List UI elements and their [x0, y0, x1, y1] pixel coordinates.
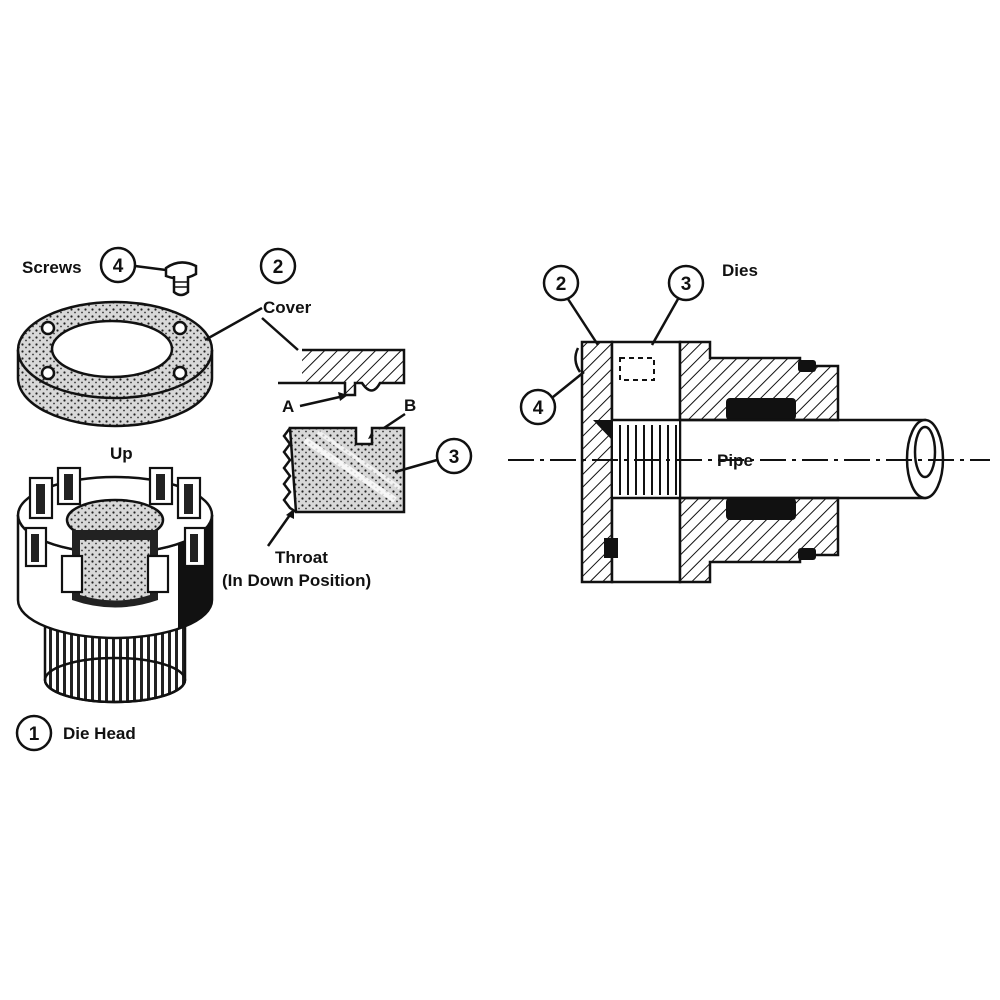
throat-sub-label: (In Down Position)	[222, 571, 371, 590]
point-b-label: B	[404, 396, 416, 415]
section-cover-callout-number: 2	[556, 274, 567, 295]
cover-label: Cover	[263, 298, 312, 317]
point-a-label: A	[282, 397, 294, 416]
pipe-part	[508, 418, 990, 500]
die-callout: 3	[394, 437, 473, 475]
throat-label: Throat	[275, 548, 328, 567]
screw-part	[164, 261, 198, 297]
cover-callout: 2	[259, 247, 297, 285]
screws-label: Screws	[22, 258, 82, 277]
screws-callout: 4	[99, 246, 167, 284]
section-screw-callout: 4	[519, 371, 585, 426]
die-block	[282, 426, 406, 514]
cover-ring	[16, 300, 214, 428]
section-dies-callout-number: 3	[681, 274, 692, 295]
section-dies-callout: 3	[650, 264, 705, 346]
die-head-callout-number: 1	[29, 724, 40, 745]
screws-callout-number: 4	[113, 256, 124, 277]
die-head-part	[16, 466, 214, 704]
die-head-label: Die Head	[63, 724, 136, 743]
cover-section-detail	[278, 348, 406, 397]
section-cover-callout: 2	[542, 264, 600, 346]
pipe-label: Pipe	[717, 451, 753, 470]
up-label: Up	[110, 444, 133, 463]
cover-callout-number: 2	[273, 257, 284, 278]
die-head-callout: 1	[15, 714, 53, 752]
die-callout-number: 3	[449, 447, 460, 468]
dies-label: Dies	[722, 261, 758, 280]
section-screw-callout-number: 4	[533, 398, 544, 419]
